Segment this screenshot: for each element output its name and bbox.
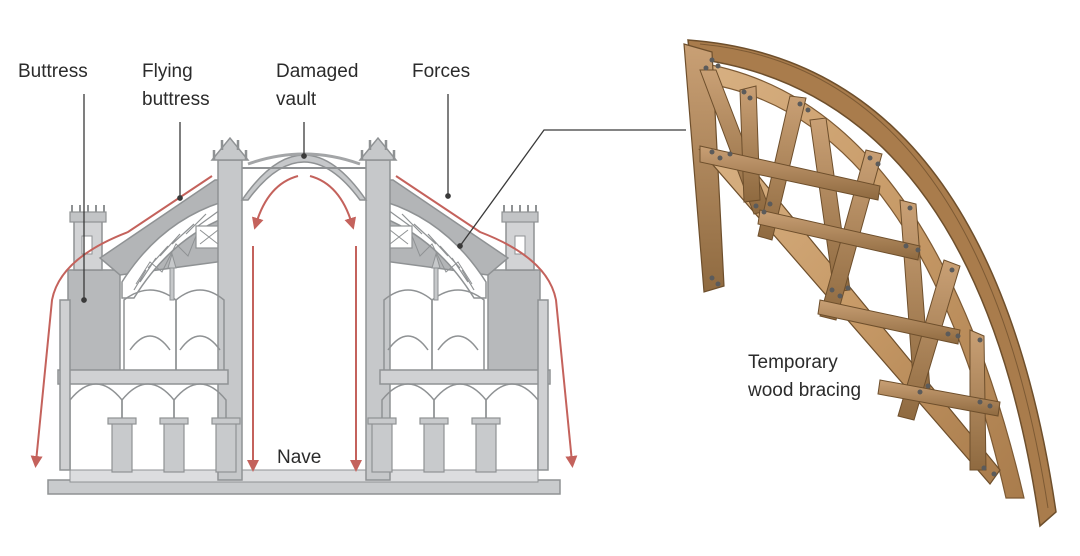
damaged-vault-label-line1: Damaged bbox=[276, 61, 358, 82]
right-buttress-block bbox=[487, 269, 541, 379]
force-arrows bbox=[30, 175, 578, 472]
down-arrow-icon bbox=[30, 175, 213, 468]
bracing-label-line2: wood bracing bbox=[747, 380, 861, 401]
left-buttress-block bbox=[67, 269, 121, 379]
down-arrow-icon bbox=[251, 175, 299, 230]
buttress-label: Buttress bbox=[18, 61, 88, 82]
right-columns bbox=[367, 417, 501, 473]
damaged-vault-arch bbox=[240, 154, 368, 201]
bracing-bolts bbox=[703, 57, 997, 477]
damaged-vault-label-line2: vault bbox=[276, 89, 317, 110]
nave-label: Nave bbox=[277, 447, 321, 468]
leader-lines bbox=[81, 94, 686, 303]
right-aisle bbox=[379, 289, 551, 471]
labels: Buttress Flying buttress Damaged vault F… bbox=[18, 61, 861, 468]
right-aisle-spire bbox=[431, 252, 441, 301]
right-pinnacle bbox=[501, 205, 539, 271]
left-aisle-spire bbox=[167, 252, 177, 301]
flying-buttress-label-line1: Flying bbox=[142, 61, 193, 82]
down-arrow-icon bbox=[395, 175, 578, 468]
cathedral-section bbox=[47, 136, 561, 495]
ground-step bbox=[69, 469, 539, 483]
left-pinnacle bbox=[69, 205, 107, 271]
bracing-leader bbox=[459, 129, 686, 247]
right-flying-buttress bbox=[383, 201, 487, 299]
left-aisle bbox=[57, 289, 229, 471]
forces-label: Forces bbox=[412, 61, 470, 82]
down-arrow-icon bbox=[309, 175, 357, 230]
bracing-rim bbox=[687, 39, 1057, 528]
wood-bracing bbox=[683, 39, 1057, 528]
left-flying-buttress bbox=[121, 201, 225, 299]
bracing-web bbox=[699, 69, 1001, 471]
left-columns bbox=[107, 417, 241, 473]
flying-buttress-label-line2: buttress bbox=[142, 89, 210, 110]
bracing-label-line1: Temporary bbox=[748, 352, 838, 373]
